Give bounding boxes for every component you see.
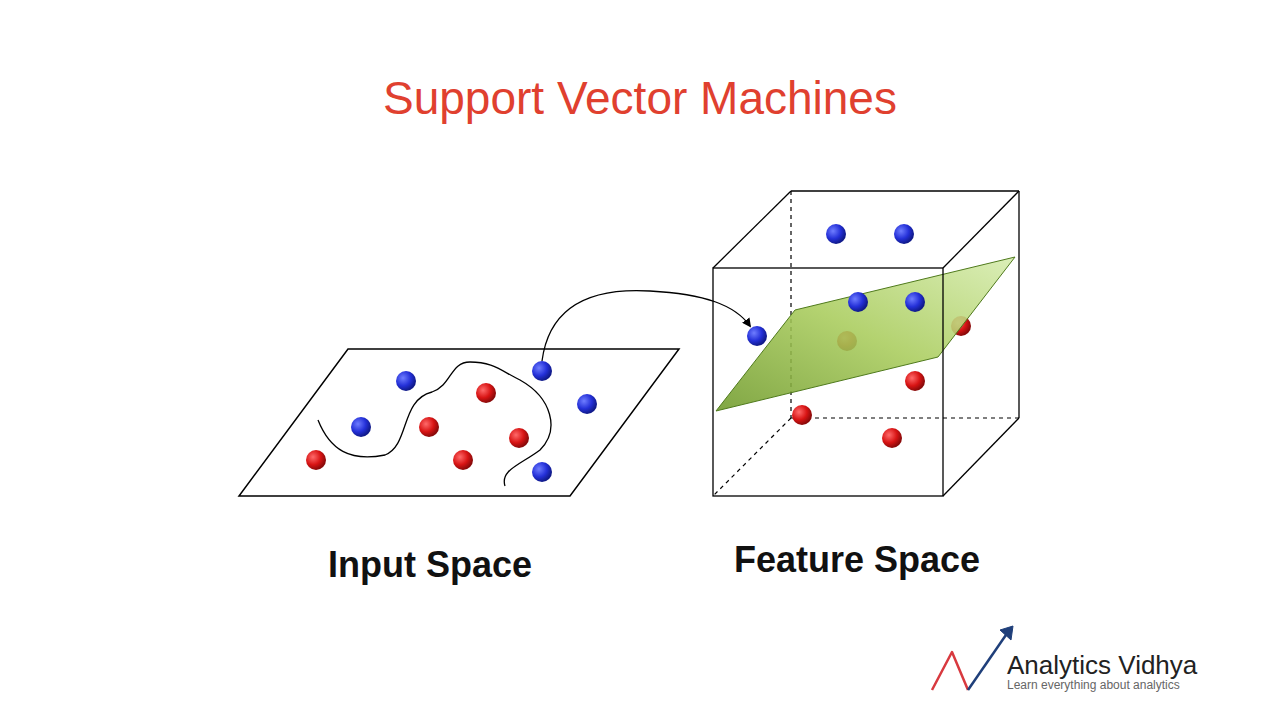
cube-edges (713, 191, 1019, 496)
feature-dots-front (747, 292, 925, 448)
slide-title: Support Vector Machines (383, 73, 897, 124)
space-label: Feature Space (734, 540, 980, 580)
input-plane (239, 349, 679, 496)
input-dots (306, 361, 597, 482)
logo-tagline: Learn everything about analytics (1007, 679, 1180, 692)
logo-name: Analytics Vidhya (1007, 651, 1197, 680)
mapping-arrow (542, 291, 750, 361)
logo-mark (932, 626, 1013, 690)
space-label: Input Space (328, 545, 532, 585)
hyperplane (716, 257, 1015, 411)
nonlinear-boundary (318, 362, 551, 486)
cube-hidden-edges (713, 191, 1019, 496)
